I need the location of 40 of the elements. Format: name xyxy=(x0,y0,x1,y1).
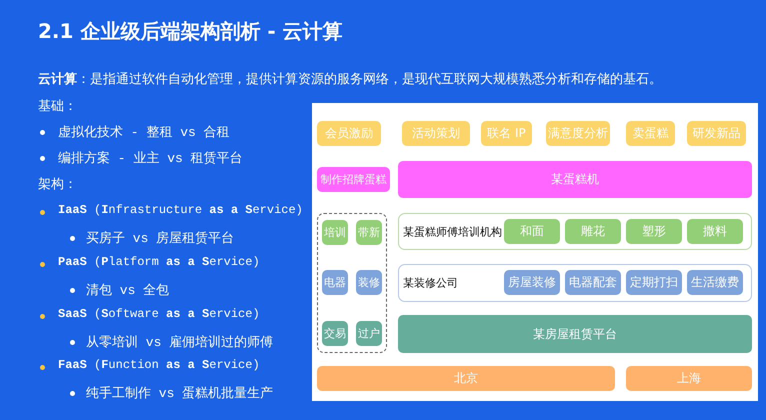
feature-box: 雕花 xyxy=(565,219,621,244)
dashed-group-frame xyxy=(317,213,387,353)
feature-box: 撒料 xyxy=(687,219,743,244)
feature-box: 北京 xyxy=(317,366,615,391)
feature-box: 卖蛋糕 xyxy=(626,121,675,146)
text-line: 买房子 vs 房屋租赁平台 xyxy=(86,230,234,247)
feature-box: 定期打扫 xyxy=(626,270,682,295)
text-line: 基础： xyxy=(38,98,77,115)
feature-box: 联名 IP xyxy=(481,121,532,146)
feature-box: 电器配套 xyxy=(565,270,621,295)
feature-box: 会员激励 xyxy=(317,121,381,146)
feature-box: 过户 xyxy=(356,321,382,346)
text-line: 从零培训 vs 雇佣培训过的师傅 xyxy=(86,334,274,351)
text-line: 云计算：是指通过软件自动化管理，提供计算资源的服务网络，是现代互联网大规模熟悉分析和存储的基石。 xyxy=(38,71,662,88)
text-line: 编排方案 - 业主 vs 租赁平台 xyxy=(58,150,243,167)
feature-box: 生活缴费 xyxy=(687,270,743,295)
group-title: 某蛋糕师傅培训机构 xyxy=(403,224,502,239)
text-line: 虚拟化技术 - 整租 vs 合租 xyxy=(58,124,230,141)
feature-box: 培训 xyxy=(322,220,348,245)
text-line: 清包 vs 全包 xyxy=(86,282,170,299)
feature-box: 制作招牌蛋糕 xyxy=(317,167,390,192)
group-frame xyxy=(398,264,752,302)
feature-box: 房屋装修 xyxy=(504,270,560,295)
feature-box: 塑形 xyxy=(626,219,682,244)
feature-box: 上海 xyxy=(626,366,752,391)
feature-box: 某房屋租赁平台 xyxy=(398,315,752,353)
text-line: 架构： xyxy=(38,176,77,193)
feature-box: 带新 xyxy=(356,220,382,245)
feature-box: 某蛋糕机 xyxy=(398,161,752,198)
feature-box: 装修 xyxy=(356,270,382,295)
feature-box: 和面 xyxy=(504,219,560,244)
feature-box: 活动策划 xyxy=(402,121,470,146)
feature-box: 电器 xyxy=(322,270,348,295)
group-frame xyxy=(398,213,752,250)
slide-title: 2.1 企业级后端架构剖析 - 云计算 xyxy=(38,18,343,45)
group-title: 某装修公司 xyxy=(403,276,458,290)
feature-box: 满意度分析 xyxy=(546,121,610,146)
feature-box: 研发新品 xyxy=(687,121,746,146)
text-line: 纯手工制作 vs 蛋糕机批量生产 xyxy=(86,385,274,402)
feature-box: 交易 xyxy=(322,321,348,346)
